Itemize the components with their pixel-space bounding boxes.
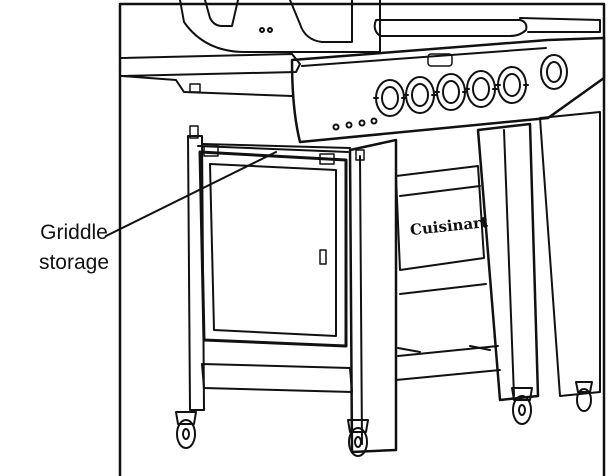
control-knob: [495, 66, 529, 104]
caster-wheel: [175, 411, 197, 449]
cart-frame: [187, 111, 601, 454]
brand-badge: [427, 53, 453, 67]
callout-leader-line: [105, 151, 277, 237]
figure-frame: [118, 2, 606, 476]
control-knob: [403, 76, 437, 114]
callout-label: Griddle storage: [19, 218, 129, 278]
control-knob: [464, 70, 498, 108]
grill-lid: [179, 0, 601, 53]
callout-line-1: Griddle: [40, 221, 108, 244]
side-shelf: [119, 53, 301, 97]
caster-wheel: [575, 381, 593, 412]
griddle-plate: [197, 145, 349, 348]
callout-line-2: storage: [38, 251, 110, 274]
control-knob: [373, 79, 407, 117]
side-burner-knob: [540, 54, 568, 90]
brand-logo: Cuisinart: [409, 213, 489, 239]
caster-wheel: [511, 387, 533, 425]
caster-wheel: [347, 419, 369, 457]
control-knob: [434, 73, 468, 111]
control-panel: [290, 36, 606, 144]
